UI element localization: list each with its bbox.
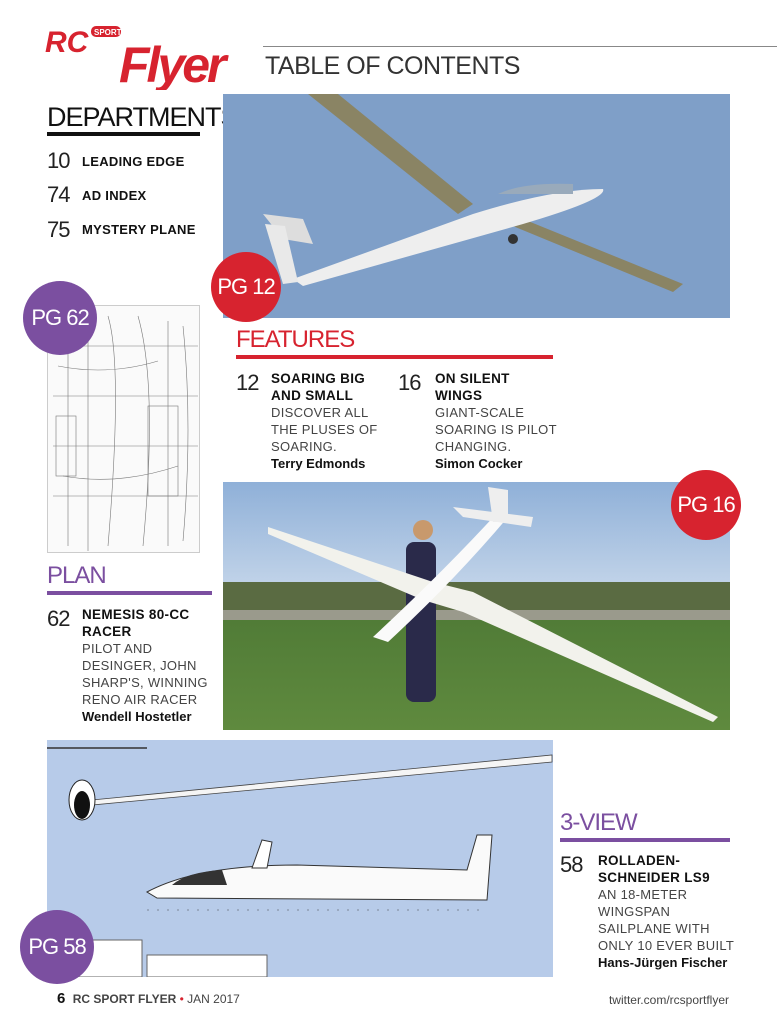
three-view-heading: 3-VIEW (560, 809, 638, 836)
page-badge-12[interactable]: PG 12 (211, 252, 281, 322)
feature-title-line: AND SMALL (271, 388, 354, 403)
plan-description-line: SHARP'S, WINNING (82, 675, 208, 690)
footer-twitter-link[interactable]: twitter.com/rcsportflyer (608, 993, 729, 1007)
three-view-description-line: AN 18-METER (598, 887, 688, 902)
plan-description-line: DESINGER, JOHN (82, 658, 197, 673)
svg-text:Flyer: Flyer (119, 37, 229, 90)
svg-text:RC: RC (45, 26, 90, 59)
page-number: 16 (398, 370, 422, 395)
department-label: AD INDEX (82, 188, 147, 203)
plan-author: Wendell Hostetler (82, 709, 192, 724)
feature-title-line: SOARING BIG (271, 371, 366, 386)
departments-rule (47, 132, 200, 136)
plan-rule (47, 591, 212, 595)
footer-left: 6 RC SPORT FLYER • JAN 2017 (57, 990, 240, 1007)
three-view-rule (560, 838, 730, 842)
features-rule (236, 355, 553, 359)
three-view-description-line: ONLY 10 EVER BUILT (598, 938, 735, 953)
glider-on-field-photo (223, 482, 730, 730)
feature-description-line: SOARING IS PILOT (435, 422, 557, 437)
plan-description-line: PILOT AND (82, 641, 153, 656)
three-view-title-line: ROLLADEN- (598, 853, 681, 868)
page-number: 10 (47, 148, 71, 173)
feature-description-line: CHANGING. (435, 439, 512, 454)
feature-title-line: ON SILENT (435, 371, 510, 386)
page-number: 74 (47, 182, 71, 207)
header-rule (263, 46, 777, 47)
plan-title-line: NEMESIS 80-CC (82, 607, 190, 622)
page-badge-58[interactable]: PG 58 (20, 910, 94, 984)
three-view-drawing-image (47, 740, 553, 977)
page-number: 12 (236, 370, 260, 395)
footer-page-number: 6 (57, 990, 66, 1007)
feature-author: Terry Edmonds (271, 456, 366, 471)
plan-description-line: RENO AIR RACER (82, 692, 198, 707)
footer-date: JAN 2017 (187, 992, 240, 1006)
page-number: 75 (47, 217, 71, 242)
feature-author: Simon Cocker (435, 456, 523, 471)
feature-description-line: THE PLUSES OF (271, 422, 378, 437)
page-badge-16[interactable]: PG 16 (671, 470, 741, 540)
three-view-description-line: WINGSPAN (598, 904, 671, 919)
feature-description-line: SOARING. (271, 439, 337, 454)
footer-publication: RC SPORT FLYER (72, 992, 177, 1006)
feature-description-line: DISCOVER ALL (271, 405, 369, 420)
footer-separator-dot: • (179, 992, 184, 1006)
rc-sport-flyer-logo: RC SPORT Flyer (45, 26, 232, 90)
svg-text:SPORT: SPORT (94, 28, 122, 37)
page-number: 58 (560, 852, 584, 877)
glider-flight-photo (223, 94, 730, 318)
department-label: LEADING EDGE (82, 154, 185, 169)
features-heading: FEATURES (236, 326, 355, 353)
feature-description-line: GIANT-SCALE (435, 405, 525, 420)
plan-heading: PLAN (47, 562, 107, 589)
page-title: TABLE OF CONTENTS (265, 52, 520, 80)
plan-title-line: RACER (82, 624, 132, 639)
page-badge-62[interactable]: PG 62 (23, 281, 97, 355)
departments-heading: DEPARTMENTS (47, 102, 239, 132)
plan-drawing-image (47, 305, 200, 553)
three-view-author: Hans-Jürgen Fischer (598, 955, 728, 970)
three-view-title-line: SCHNEIDER LS9 (598, 870, 710, 885)
page-number: 62 (47, 606, 71, 631)
three-view-description-line: SAILPLANE WITH (598, 921, 710, 936)
feature-title-line: WINGS (435, 388, 483, 403)
department-label: MYSTERY PLANE (82, 222, 196, 237)
